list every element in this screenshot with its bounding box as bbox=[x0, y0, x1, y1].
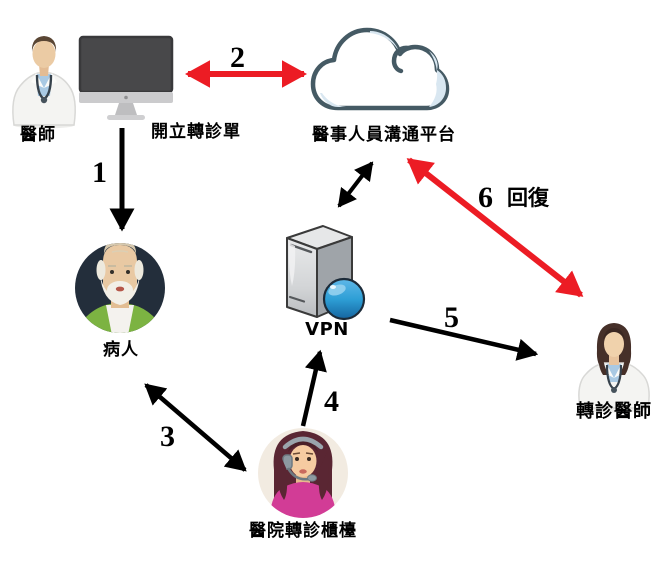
monitor-screen bbox=[78, 35, 174, 94]
male-doctor-icon bbox=[12, 36, 76, 129]
step-6-number: 6 bbox=[478, 181, 493, 214]
receptionist-avatar-icon bbox=[258, 428, 348, 518]
arrow-step-3 bbox=[144, 383, 247, 472]
step-2-number: 2 bbox=[230, 41, 245, 74]
step-6-label: 6 回復 bbox=[478, 183, 549, 213]
arrow-step-4 bbox=[300, 349, 327, 427]
monitor-stand bbox=[115, 103, 137, 115]
referral-form-label: 開立轉診單 bbox=[151, 122, 241, 142]
patient-label: 病人 bbox=[103, 340, 139, 360]
step-1-number: 1 bbox=[92, 156, 107, 189]
platform-label: 醫事人員溝通平台 bbox=[312, 125, 456, 145]
step-4-number: 4 bbox=[324, 385, 339, 418]
arrow-step-5 bbox=[389, 317, 539, 361]
vpn-server-icon bbox=[286, 225, 366, 321]
referral-doctor-label: 轉診醫師 bbox=[576, 401, 652, 422]
step-5-number: 5 bbox=[444, 301, 459, 334]
doctor-label: 醫師 bbox=[20, 125, 56, 145]
desktop-computer-icon bbox=[78, 35, 174, 120]
globe-icon bbox=[322, 277, 366, 321]
elderly-man-avatar-icon bbox=[75, 243, 165, 333]
female-doctor-icon bbox=[578, 323, 650, 413]
counter-label: 醫院轉診櫃檯 bbox=[249, 521, 357, 541]
cloud-icon bbox=[310, 27, 450, 111]
vpn-label: VPN bbox=[305, 319, 349, 340]
arrow-platform-vpn bbox=[337, 161, 374, 208]
arrow-step-6 bbox=[406, 157, 584, 298]
step-3-number: 3 bbox=[160, 420, 175, 453]
step-6-note: 回復 bbox=[507, 185, 549, 210]
